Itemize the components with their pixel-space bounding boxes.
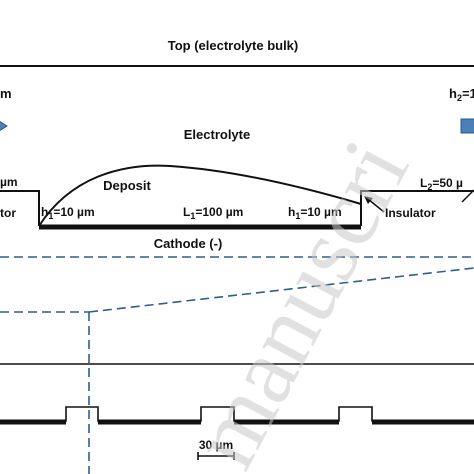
l1-suffix: =100 µm (195, 205, 243, 219)
insulator-right-label: Insulator (385, 206, 436, 220)
l1-prefix: L (183, 205, 190, 219)
right-arrow-icon (460, 118, 474, 134)
domain-boundary (0, 190, 40, 226)
h1-left-label: h1=10 µm (41, 205, 95, 221)
h1-left-sub: 1 (48, 211, 53, 221)
left-length-label: µm (0, 175, 18, 189)
left-height-label: m (0, 86, 12, 101)
scale-bar-label: 30 µm (199, 438, 233, 452)
left-arrow-icon (0, 120, 8, 132)
l1-label: L1=100 µm (183, 205, 243, 221)
insulator-pointer-head-icon (364, 196, 373, 204)
right-height-sub: 2 (457, 93, 462, 103)
left-insulator-label: tor (0, 206, 16, 220)
h1-right-sub: 1 (295, 211, 300, 221)
domain-boundary-right (360, 190, 474, 226)
cathode-label: Cathode (-) (154, 236, 223, 251)
deposit-curve (38, 164, 362, 227)
l2-suffix: =50 µ (432, 176, 463, 190)
lower-baseline (0, 406, 474, 422)
l2-label: L2=50 µ (420, 176, 463, 192)
right-height-prefix: h (449, 86, 457, 101)
h1-left-prefix: h (41, 205, 48, 219)
top-boundary-label: Top (electrolyte bulk) (168, 38, 299, 53)
electrolyte-label: Electrolyte (184, 127, 250, 142)
h1-right-label: h1=10 µm (288, 205, 342, 221)
right-height-suffix: =1 (462, 86, 474, 101)
right-height-label: h2=1 (449, 86, 474, 103)
l1-sub: 1 (190, 211, 195, 221)
l2-prefix: L (420, 176, 427, 190)
h1-right-prefix: h (288, 205, 295, 219)
deposit-label: Deposit (103, 178, 151, 193)
h1-left-suffix: =10 µm (53, 205, 94, 219)
l2-pointer-line (461, 189, 474, 203)
insulator-pointer-line (367, 198, 385, 213)
dashed-diagonal-line (88, 267, 474, 313)
l2-sub: 2 (427, 182, 432, 192)
h1-right-suffix: =10 µm (300, 205, 341, 219)
